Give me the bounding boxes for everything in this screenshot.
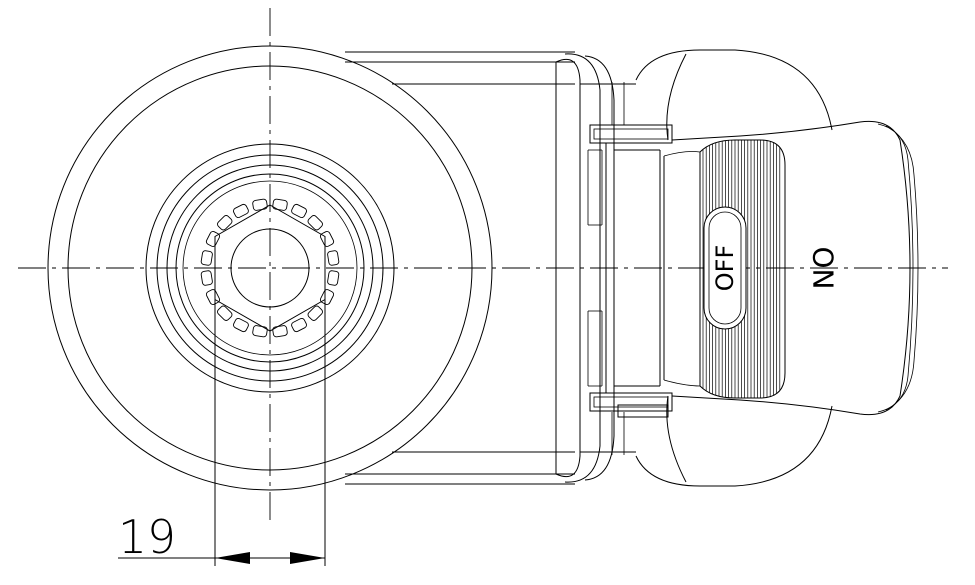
hub-serration [291, 317, 307, 333]
off-label-badge [703, 206, 747, 330]
hub-serration [200, 270, 213, 286]
lever-grip [699, 139, 786, 399]
brake-mechanism [587, 124, 701, 418]
hub-serration [327, 270, 340, 286]
hub-serration [233, 317, 249, 333]
hub-serration [217, 305, 233, 321]
on-label: ON [807, 247, 840, 290]
centerlines [18, 8, 948, 525]
axle-hex-nut [214, 204, 326, 332]
dimension-arrow-left [215, 552, 250, 564]
hub-serration [217, 215, 233, 231]
hub-serration [252, 198, 268, 211]
hub-serration [252, 325, 268, 338]
hub-serration [307, 215, 323, 231]
hub-serration [319, 231, 335, 247]
caster-bracket [345, 51, 636, 485]
hub-serration [200, 250, 213, 266]
hub-serration [233, 203, 249, 219]
wheel-hub-outer [145, 143, 395, 393]
brake-cap [635, 49, 833, 487]
wheel [47, 45, 493, 491]
axle-bore [230, 228, 310, 308]
hub-serrations [200, 198, 340, 338]
wheel-tire-inner [67, 65, 473, 471]
hub-serration [291, 203, 307, 219]
dimension-arrow-right [290, 552, 325, 564]
brake-lever: OFF ON [671, 120, 919, 416]
hub-serration [272, 325, 288, 338]
hub-serration [205, 289, 221, 305]
hub-serration [327, 250, 340, 266]
dimension-19: 19 [118, 299, 326, 566]
off-label: OFF [711, 245, 739, 292]
hub-serration [205, 231, 221, 247]
wheel-tire-outer [47, 45, 493, 491]
hub-serration [307, 305, 323, 321]
hub-serration [272, 198, 288, 211]
hub-serration [319, 289, 335, 305]
dimension-value: 19 [118, 510, 176, 564]
